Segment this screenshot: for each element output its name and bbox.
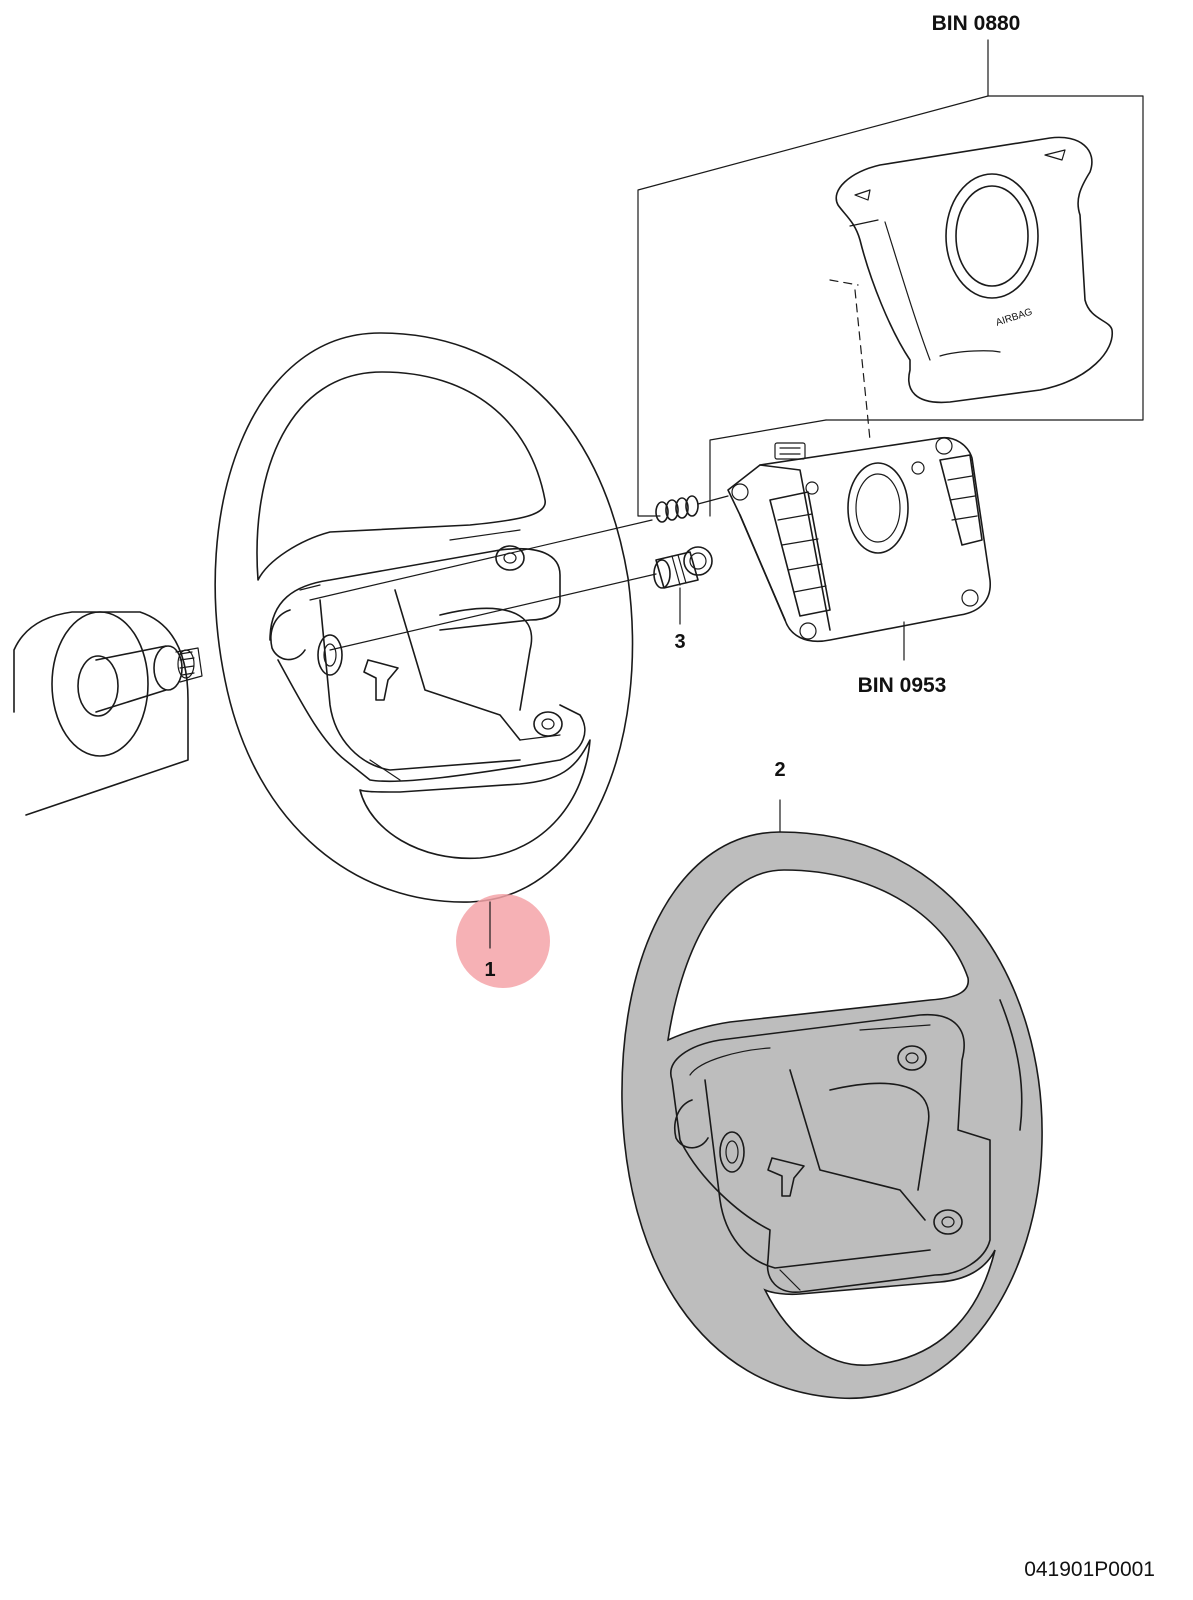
highlight-marker[interactable] <box>456 894 550 988</box>
part-3-bush[interactable] <box>653 546 713 625</box>
contact-unit[interactable] <box>727 436 991 642</box>
callout-bin-0953[interactable]: BIN 0953 <box>858 674 947 697</box>
bin-0880-leader <box>637 39 1144 517</box>
callout-bin-0880[interactable]: BIN 0880 <box>932 12 1021 35</box>
airbag-module[interactable]: AIRBAG <box>829 136 1113 441</box>
airbag-marking: AIRBAG <box>995 306 1035 328</box>
drawing-code: 041901P0001 <box>1024 1558 1155 1581</box>
assembly-lines <box>309 519 657 651</box>
steering-column <box>13 611 203 816</box>
callout-part-2[interactable]: 2 <box>774 759 785 781</box>
steering-wheel-1[interactable] <box>214 332 634 903</box>
steering-wheel-2[interactable] <box>621 799 1043 1399</box>
spring[interactable] <box>655 495 729 523</box>
callout-part-3[interactable]: 3 <box>674 631 685 653</box>
bin-0953-leader <box>709 419 905 661</box>
callout-part-1[interactable]: 1 <box>484 959 495 981</box>
